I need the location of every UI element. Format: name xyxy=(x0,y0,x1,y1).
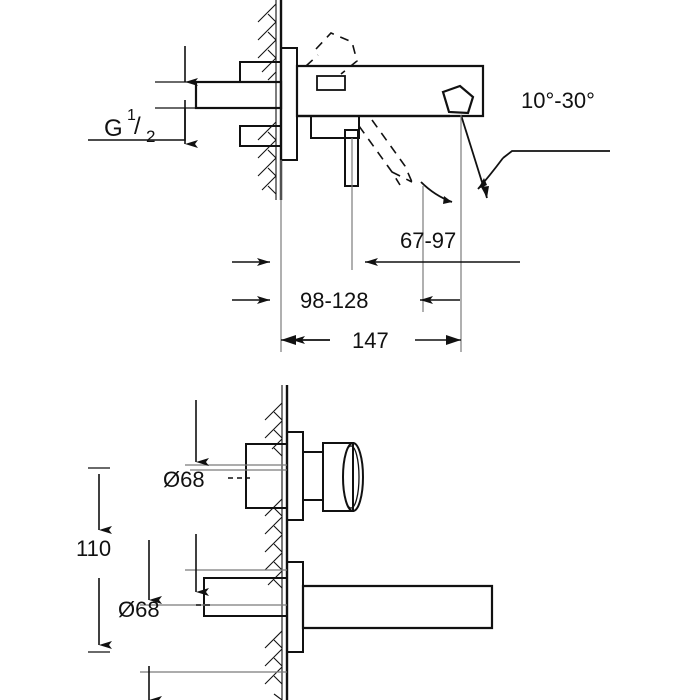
thread-label-slash: / xyxy=(134,113,141,140)
thread-label-numerator: 1 xyxy=(127,107,136,124)
thread-label-prefix: G xyxy=(104,115,123,142)
thread-label-denominator: 2 xyxy=(146,127,155,146)
escutcheon-gap-arrows xyxy=(148,534,209,604)
diameter-label-spout: Ø68 xyxy=(118,597,160,622)
wall-hatching-lower-c xyxy=(264,630,283,700)
diameter-label-handle: Ø68 xyxy=(163,467,205,492)
lever-handle-dashed-positions xyxy=(305,32,413,186)
swivel-angle-label: 10°-30° xyxy=(521,88,595,113)
inlet-pipe xyxy=(194,80,283,110)
dimension-110 xyxy=(88,467,112,653)
front-elevation-view xyxy=(88,385,494,700)
spout-outlet xyxy=(441,84,475,115)
thread-dimension-arrows xyxy=(155,46,215,148)
top-view-extension-lines xyxy=(280,115,462,352)
wall-hatching-lower xyxy=(257,121,277,195)
dimension-label-110: 110 xyxy=(76,536,111,561)
side-section-view xyxy=(88,0,610,352)
dimension-label-98-128: 98-128 xyxy=(300,288,369,313)
spout-bar-elevation xyxy=(301,584,494,630)
dimension-98-128 xyxy=(232,258,460,304)
dimension-147 xyxy=(281,335,461,345)
handle-cap xyxy=(322,442,364,512)
dimension-label-147: 147 xyxy=(352,328,389,353)
diameter-leaders xyxy=(196,477,250,606)
swivel-angle-indicator xyxy=(420,114,610,204)
dimension-label-67-97: 67-97 xyxy=(400,228,456,253)
cartridge-housing-top xyxy=(316,75,346,91)
wall-hatching-upper xyxy=(257,3,277,81)
wall-hatching-lower-b xyxy=(264,498,283,589)
